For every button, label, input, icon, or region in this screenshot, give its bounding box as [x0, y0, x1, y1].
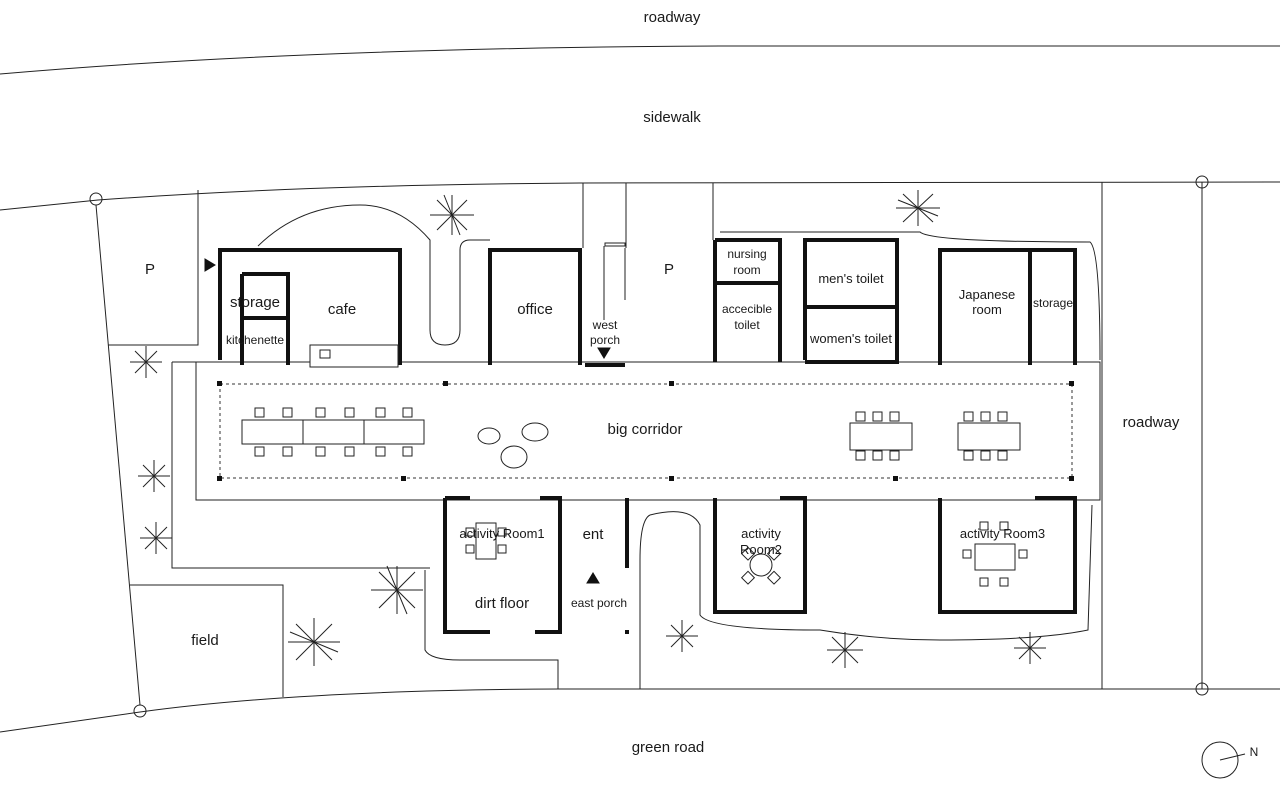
- office-label: office: [517, 301, 553, 318]
- parking-center-label: P: [663, 261, 674, 278]
- west-porch-label-2: porch: [589, 333, 621, 347]
- entrance-label: ent: [582, 526, 604, 543]
- site-lines: [0, 45, 1280, 733]
- columns: [217, 381, 1074, 634]
- cafe-label: cafe: [327, 301, 357, 318]
- east-porch-label: east porch: [570, 596, 628, 610]
- accessible-toilet-label-1: accecible: [721, 302, 773, 316]
- nursing-room-label-1: nursing: [727, 247, 767, 261]
- north-arrow-label: N: [1249, 745, 1259, 759]
- activity-room3-label: activity Room3: [959, 526, 1046, 541]
- mens-toilet-label: men's toilet: [818, 271, 884, 286]
- storage-east-label: storage: [1032, 296, 1074, 310]
- walls: [218, 238, 1077, 634]
- activity-room2-label-1: activity: [741, 526, 781, 541]
- storage-cafe-label: storage: [229, 294, 281, 311]
- roadway-right-label: roadway: [1122, 414, 1180, 431]
- parking-west-label: P: [144, 261, 155, 278]
- west-porch-label-1: west: [592, 318, 618, 332]
- accessible-toilet-label-2: toilet: [734, 318, 760, 332]
- furniture: [204, 242, 1028, 587]
- dirt-floor-label: dirt floor: [474, 595, 530, 612]
- corridor-outline: [171, 361, 1101, 569]
- trees: [130, 190, 1046, 668]
- kitchenette-label: kitchenette: [225, 333, 285, 347]
- activity-room1-label: activity Room1: [459, 526, 545, 541]
- field-label: field: [191, 632, 219, 649]
- roadway-top-label: roadway: [643, 9, 701, 26]
- womens-toilet-label: women's toilet: [810, 331, 892, 346]
- garden-paths: [257, 204, 1101, 689]
- sidewalk-label: sidewalk: [643, 109, 701, 126]
- north-arrow-icon: [1201, 741, 1246, 779]
- green-road-label: green road: [631, 739, 705, 756]
- activity-room2-label-2: Room2: [740, 542, 782, 557]
- nursing-room-label-2: room: [733, 263, 761, 277]
- japanese-room-label-1: Japanese: [958, 287, 1016, 302]
- japanese-room-label-2: room: [972, 302, 1002, 317]
- big-corridor-label: big corridor: [607, 421, 683, 438]
